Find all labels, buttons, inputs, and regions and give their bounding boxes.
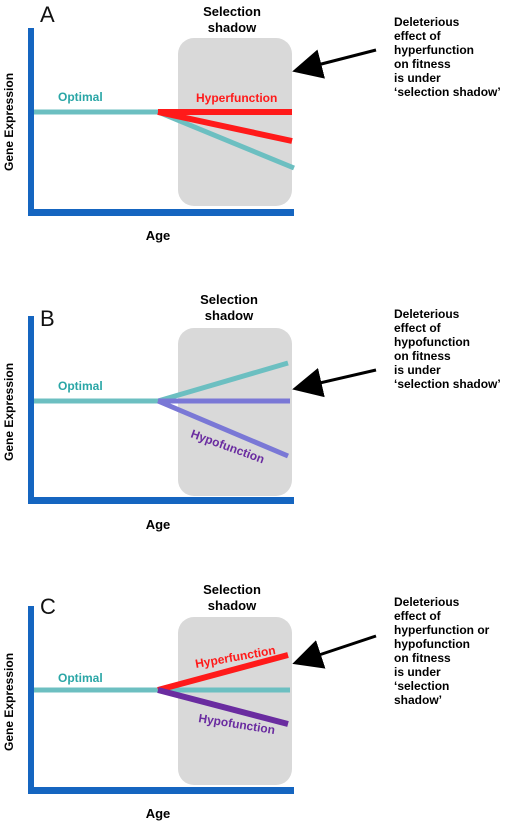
panel-letter-c: C xyxy=(40,594,56,619)
note-line: hypofunction xyxy=(394,637,470,651)
x-axis-label: Age xyxy=(146,228,171,243)
x-axis-label: Age xyxy=(146,806,171,821)
note-line: on fitness xyxy=(394,349,451,363)
note-line: shadow’ xyxy=(394,693,442,707)
hypofunction-line xyxy=(157,398,289,459)
shadow-title-line2: shadow xyxy=(208,20,257,35)
selection-shadow-region xyxy=(178,328,292,496)
note-line: hyperfunction or xyxy=(394,623,490,637)
optimal-label: Optimal xyxy=(58,379,103,393)
y-axis xyxy=(28,28,34,216)
panel-c: C Selection shadow Gene Expression Age O… xyxy=(2,582,490,821)
y-axis-label: Gene Expression xyxy=(2,73,16,171)
note-line: hyperfunction xyxy=(394,43,474,57)
shadow-title-line2: shadow xyxy=(208,598,257,613)
hyperfunction-label: Hyperfunction xyxy=(196,91,277,105)
note-line: is under xyxy=(394,665,441,679)
note-line: ‘selection xyxy=(394,679,449,693)
note-line: hypofunction xyxy=(394,335,470,349)
optimal-label: Optimal xyxy=(58,671,103,685)
note-line: effect of xyxy=(394,321,442,335)
note-line: is under xyxy=(394,71,441,85)
x-axis xyxy=(28,787,294,794)
x-axis xyxy=(28,209,294,216)
panel-letter-a: A xyxy=(40,2,55,27)
y-axis xyxy=(28,316,34,504)
note-line: Deleterious xyxy=(394,307,460,321)
optimal-decline-line xyxy=(157,109,295,171)
panel-a: A Selection shadow Gene Expression Age O… xyxy=(2,2,501,243)
panel-b: B Selection shadow Gene Expression Age O… xyxy=(2,292,501,532)
optimal-label: Optimal xyxy=(58,90,103,104)
optimal-rise-line xyxy=(157,360,289,404)
y-axis-label: Gene Expression xyxy=(2,653,16,751)
shadow-title-line1: Selection xyxy=(200,292,258,307)
note-line: on fitness xyxy=(394,651,451,665)
note-line: effect of xyxy=(394,609,442,623)
note-line: effect of xyxy=(394,29,442,43)
shadow-title-line1: Selection xyxy=(203,582,261,597)
note: Deleterious effect of hypofunction on fi… xyxy=(394,307,501,391)
note-line: on fitness xyxy=(394,57,451,71)
y-axis xyxy=(28,606,34,794)
x-axis-label: Age xyxy=(146,517,171,532)
note-line: ‘selection shadow’ xyxy=(394,85,501,99)
hyperfunction-line xyxy=(157,109,293,144)
arrow xyxy=(292,634,377,669)
note-line: is under xyxy=(394,363,441,377)
selection-shadow-region xyxy=(178,38,292,206)
note-line: Deleterious xyxy=(394,15,460,29)
note: Deleterious effect of hyperfunction or h… xyxy=(394,595,490,707)
panel-letter-b: B xyxy=(40,306,55,331)
arrow xyxy=(292,367,377,398)
shadow-title-line2: shadow xyxy=(205,308,254,323)
note-line: ‘selection shadow’ xyxy=(394,377,501,391)
hyperfunction-line xyxy=(157,652,289,693)
arrow xyxy=(292,48,377,79)
x-axis xyxy=(28,497,294,504)
shadow-title-line1: Selection xyxy=(203,4,261,19)
hypofunction-line xyxy=(157,687,289,727)
note-line: Deleterious xyxy=(394,595,460,609)
y-axis-label: Gene Expression xyxy=(2,363,16,461)
note: Deleterious effect of hyperfunction on f… xyxy=(394,15,501,99)
